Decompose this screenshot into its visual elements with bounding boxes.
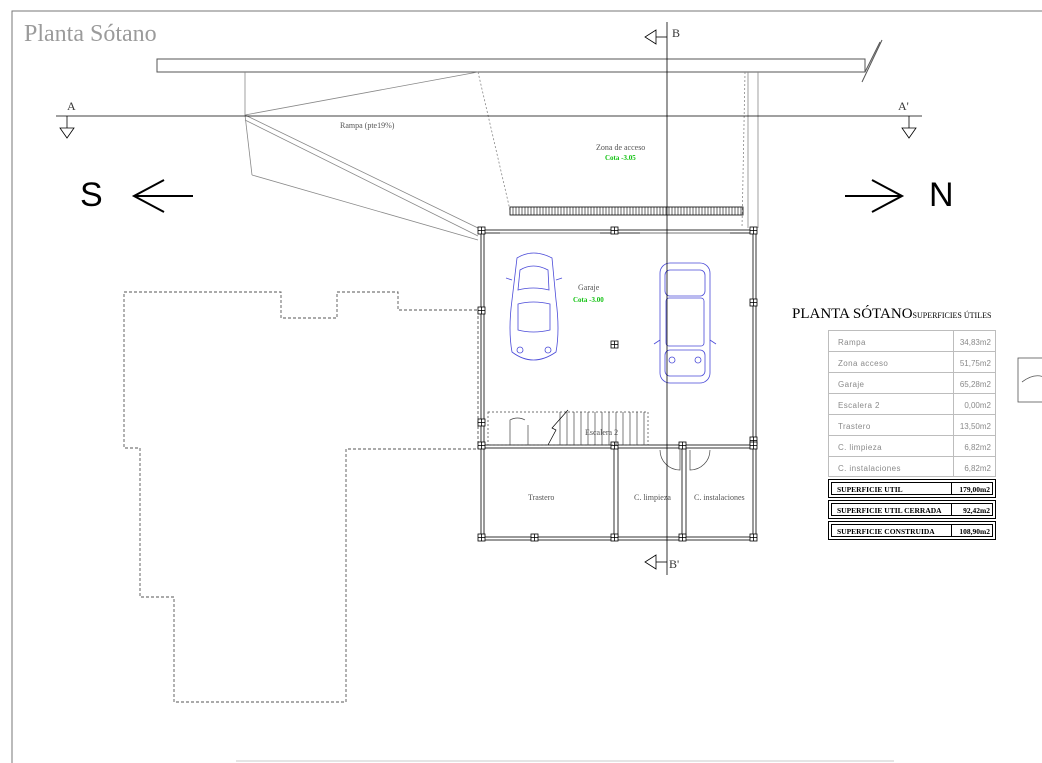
area-value: 51,75m2 — [959, 359, 991, 368]
total-value: 179,00m2 — [959, 485, 990, 494]
break-line — [861, 39, 883, 83]
area-name: Zona acceso — [838, 359, 889, 368]
total-value: 108,90m2 — [959, 527, 990, 536]
areas-rows: Rampa 34,83m2 Zona acceso 51,75m2 Garaje 65… — [828, 330, 996, 477]
car-right — [653, 262, 717, 384]
area-value: 34,83m2 — [959, 338, 991, 347]
total-row-util-cerrada: SUPERFICIE UTIL CERRADA 92,42m2 — [828, 500, 996, 519]
area-row: Garaje 65,28m2 — [828, 372, 996, 393]
area-name: C. instalaciones — [838, 464, 901, 473]
area-row: Escalera 2 0,00m2 — [828, 393, 996, 414]
area-name: Garaje — [838, 380, 865, 389]
section-line-a — [56, 115, 922, 139]
area-value: 65,28m2 — [959, 380, 991, 389]
cleaning-room-label: C. limpieza — [634, 493, 671, 502]
access-zone-level: Cota -3.05 — [605, 154, 636, 162]
areas-subtitle: SUPERFICIES ÚTILES — [912, 311, 992, 320]
total-name: SUPERFICIE CONSTRUIDA — [837, 527, 935, 536]
structural-columns — [477, 226, 758, 542]
area-row: C. limpieza 6,82m2 — [828, 435, 996, 456]
car-left — [505, 252, 563, 361]
garage-level: Cota -3.00 — [573, 296, 604, 304]
total-row-construida: SUPERFICIE CONSTRUIDA 108,90m2 — [828, 521, 996, 540]
drawing-title: Planta Sótano — [24, 21, 157, 47]
ramp-label: Rampa (pte19%) — [340, 121, 395, 130]
ramp — [244, 71, 759, 241]
total-row-util: SUPERFICIE UTIL 179,00m2 — [828, 479, 996, 498]
areas-table-title: PLANTA SÓTANOSUPERFICIES ÚTILES — [792, 306, 991, 323]
cropped-detail — [1017, 357, 1042, 403]
area-name: C. limpieza — [838, 443, 882, 452]
staircase — [487, 409, 649, 446]
area-row: C. instalaciones 6,82m2 — [828, 456, 996, 477]
area-name: Escalera 2 — [838, 401, 880, 410]
storage-room-label: Trastero — [528, 493, 554, 502]
section-b-label: B — [672, 26, 680, 40]
area-row: Rampa 34,83m2 — [828, 330, 996, 351]
garage-label: Garaje — [578, 283, 600, 292]
south-arrow-icon — [131, 179, 193, 213]
room-doors — [659, 449, 711, 471]
drainage-grate — [509, 206, 744, 216]
total-value: 92,42m2 — [963, 506, 990, 515]
area-value: 13,50m2 — [959, 422, 991, 431]
areas-table: Rampa 34,83m2 Zona acceso 51,75m2 Garaje 65… — [828, 330, 996, 540]
south-label: S — [80, 176, 103, 214]
area-row: Zona acceso 51,75m2 — [828, 351, 996, 372]
section-a-prime-label: A' — [898, 99, 909, 113]
north-arrow-icon — [845, 179, 905, 213]
access-zone-label: Zona de acceso — [596, 143, 645, 152]
area-name: Rampa — [838, 338, 866, 347]
section-a-label: A — [67, 99, 76, 113]
installations-room-label: C. instalaciones — [694, 493, 745, 502]
section-line-b — [644, 22, 668, 575]
basement-walls — [480, 229, 757, 541]
area-value: 0,00m2 — [964, 401, 991, 410]
areas-title-text: PLANTA SÓTANO — [792, 306, 913, 322]
area-row: Trastero 13,50m2 — [828, 414, 996, 435]
sheet-frame — [11, 10, 1042, 763]
area-value: 6,82m2 — [964, 464, 991, 473]
adjacent-building-outline — [123, 291, 479, 703]
area-value: 6,82m2 — [964, 443, 991, 452]
stair-label: Escalera 2 — [585, 428, 618, 437]
total-name: SUPERFICIE UTIL CERRADA — [837, 506, 942, 515]
total-name: SUPERFICIE UTIL — [837, 485, 903, 494]
section-b-prime-label: B' — [669, 557, 679, 571]
area-name: Trastero — [838, 422, 871, 431]
north-label: N — [929, 176, 954, 214]
street-boundary — [156, 58, 866, 73]
